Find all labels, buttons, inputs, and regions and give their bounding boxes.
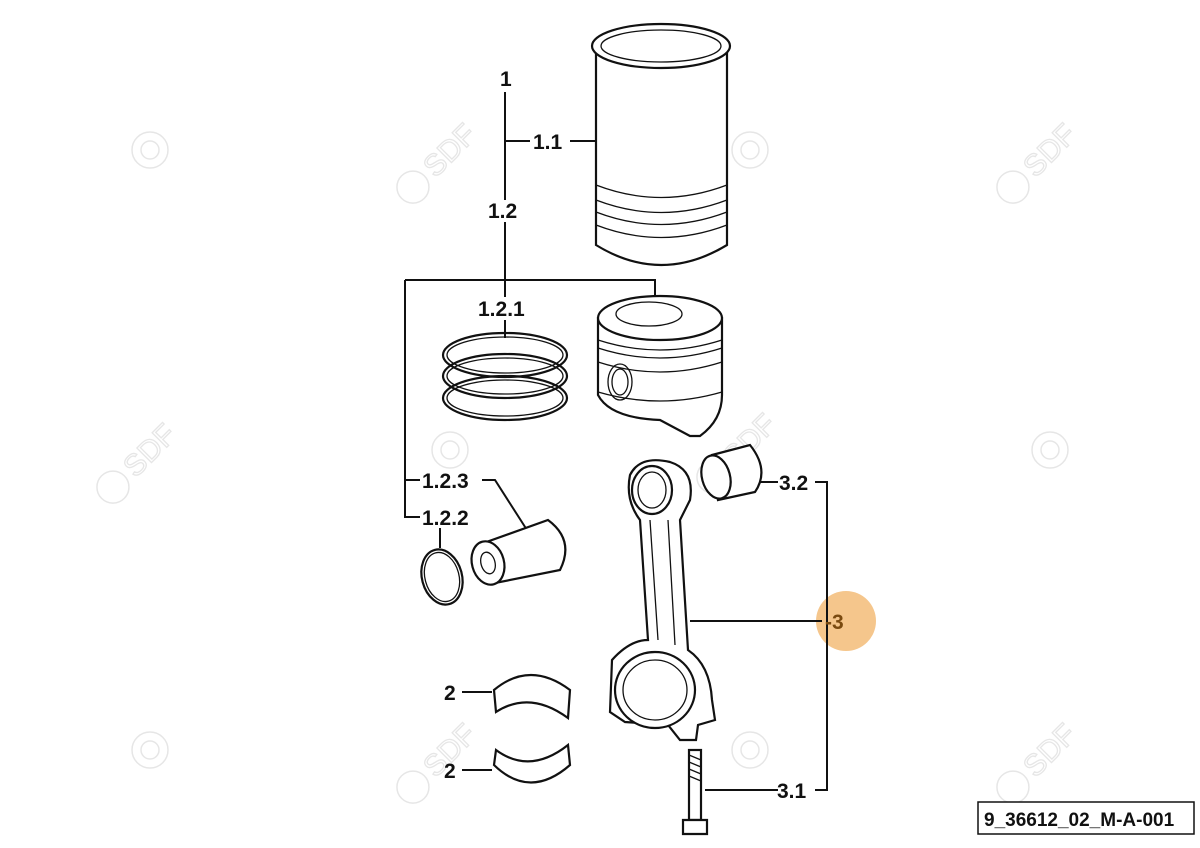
sdf-watermark-icon [131,731,169,769]
sdf-watermark: SDF [996,117,1084,204]
callout-1[interactable]: 1 [500,68,512,91]
bearing-shell-lower[interactable] [492,742,572,784]
callout-3-2[interactable]: 3.2 [779,472,808,495]
svg-text:SDF: SDF [1017,118,1083,184]
callout-2-upper[interactable]: 2 [444,682,456,705]
piston-rings[interactable] [441,331,569,422]
svg-text:SDF: SDF [1017,718,1083,784]
sdf-watermarks: SDF SDF SDF SDF SDF SDF [96,117,1084,804]
leader-lines [404,92,828,791]
sdf-watermark-icon [731,731,769,769]
callout-3[interactable]: -3 [825,611,844,634]
sdf-watermark: SDF [396,117,484,204]
callout-1-2-1[interactable]: 1.2.1 [478,298,525,321]
piston-pin[interactable] [467,518,567,588]
sdf-watermark-icon [1031,431,1069,469]
conrod-bolt[interactable] [681,748,709,836]
svg-text:SDF: SDF [117,418,183,484]
callout-1-2[interactable]: 1.2 [488,200,517,223]
svg-text:SDF: SDF [417,118,483,184]
small-end-bushing[interactable] [697,443,763,502]
callout-1-2-3[interactable]: 1.2.3 [422,470,469,493]
cylinder-liner[interactable] [590,22,732,266]
sdf-watermark: SDF [996,717,1084,804]
sdf-watermark: SDF [96,417,184,504]
callout-1-2-2[interactable]: 1.2.2 [422,507,469,530]
sdf-watermark-icon [131,131,169,169]
reference-code: 9_36612_02_M-A-001 [984,810,1175,831]
reference-code-box [977,801,1195,835]
callout-3-highlight[interactable] [816,591,876,651]
circlip[interactable] [415,545,468,609]
piston[interactable] [596,294,724,438]
sdf-watermark-icon [731,131,769,169]
callout-3-1[interactable]: 3.1 [777,780,807,803]
sdf-watermark: SDF [396,717,484,804]
sdf-watermark-icon [431,431,469,469]
callout-2-lower[interactable]: 2 [444,760,456,783]
callout-1-1[interactable]: 1.1 [533,131,563,154]
bearing-shell-upper[interactable] [492,673,572,721]
connecting-rod[interactable] [608,459,717,742]
